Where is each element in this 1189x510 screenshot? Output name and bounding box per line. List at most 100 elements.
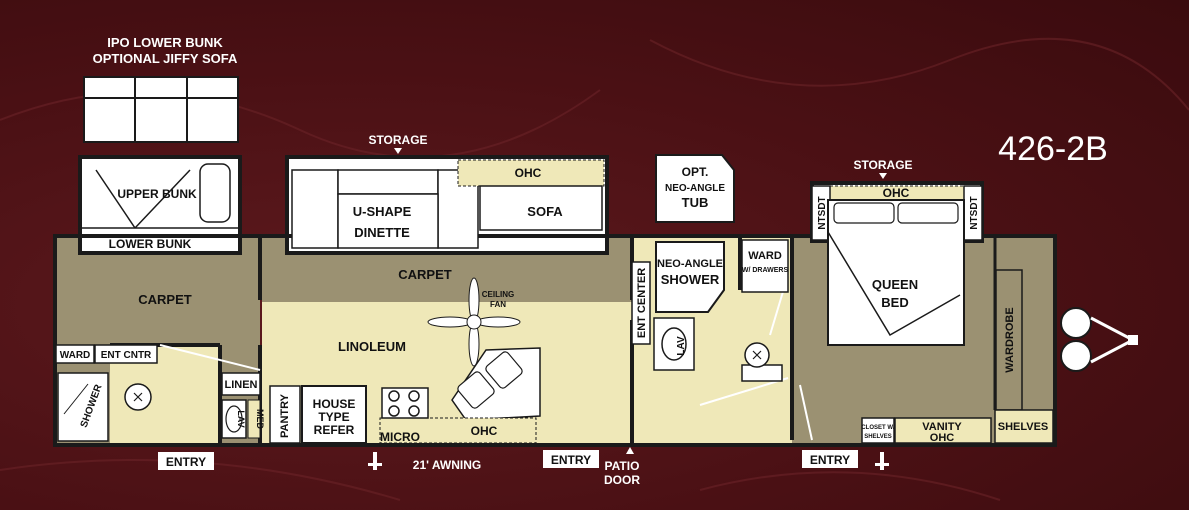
entry-left-badge bbox=[158, 452, 214, 470]
ward-drawers-label-line2: W/ DRAWERS bbox=[742, 267, 789, 274]
pillow-icon bbox=[833, 202, 895, 224]
outer-wall bbox=[53, 234, 1057, 447]
neo-shower-label-line1: NEO-ANGLE bbox=[657, 258, 723, 270]
entry-middle-badge bbox=[543, 450, 599, 468]
linoleum-label: LINOLEUM bbox=[338, 339, 406, 354]
opt-tub-label-line1: OPT. bbox=[682, 165, 709, 179]
shelves-label: SHELVES bbox=[998, 421, 1049, 433]
ent-cntr-cabinet bbox=[94, 344, 158, 364]
wheel-icon bbox=[1060, 340, 1092, 372]
ward-drawers-cabinet bbox=[741, 239, 789, 293]
upper-bunk-fold-line bbox=[134, 169, 191, 229]
linen-cabinet bbox=[221, 372, 261, 396]
toilet-x-icon bbox=[752, 350, 762, 360]
patio-door-arrow-icon bbox=[626, 447, 634, 454]
sofa-shape bbox=[479, 185, 603, 231]
ward-cabinet bbox=[55, 344, 95, 364]
toilet-tank bbox=[741, 364, 783, 382]
ceiling-fan-label-line2: FAN bbox=[490, 300, 506, 309]
wardrobe-cabinet bbox=[995, 269, 1023, 411]
entry-left-label: ENTRY bbox=[166, 455, 206, 469]
storage-right-label: STORAGE bbox=[853, 158, 912, 172]
left-shower-shape bbox=[57, 372, 109, 442]
toilet-x-icon bbox=[133, 392, 143, 402]
pantry-cabinet bbox=[269, 385, 301, 444]
linen-label: LINEN bbox=[225, 379, 258, 391]
kitchen-ohc bbox=[379, 417, 537, 444]
refer-label-line2: TYPE bbox=[318, 410, 349, 424]
dinette-label-line1: U-SHAPE bbox=[353, 204, 412, 219]
wheel-icon bbox=[1060, 307, 1092, 339]
vanity-ohc-label-line2: OHC bbox=[930, 432, 955, 444]
ceiling-fan-icon bbox=[427, 277, 521, 367]
ward-drawers-label-line1: WARD bbox=[748, 250, 782, 262]
opt-tub-label-line2: NEO-ANGLE bbox=[665, 183, 725, 194]
ent-center-cabinet bbox=[631, 261, 651, 345]
upper-bunk-label: UPPER BUNK bbox=[117, 187, 197, 201]
sofa-ohc bbox=[457, 159, 605, 187]
neo-angle-shower-shape bbox=[655, 241, 725, 313]
awning-label: 21' AWNING bbox=[413, 458, 481, 472]
door-swing-line bbox=[799, 384, 813, 441]
recliner-icon bbox=[457, 371, 495, 409]
sofa-label: SOFA bbox=[527, 204, 563, 219]
ent-cntr-label: ENT CNTR bbox=[101, 350, 152, 361]
nightstand-right-label: NTSDT bbox=[969, 196, 980, 229]
lav-left-label: LAV bbox=[236, 410, 246, 427]
carpet-left-label: CARPET bbox=[138, 292, 192, 307]
bed-fold-line bbox=[827, 231, 961, 337]
closet-shelves-cabinet bbox=[861, 417, 895, 444]
lav-bath-label: LAV bbox=[676, 336, 687, 356]
entry-middle-label: ENTRY bbox=[551, 453, 591, 467]
vanity-ohc-label-line1: VANITY bbox=[922, 421, 962, 433]
ent-center-label: ENT CENTER bbox=[636, 268, 648, 338]
micro-label: MICRO bbox=[380, 430, 420, 444]
med-cabinet bbox=[247, 399, 261, 439]
opt-tub-label-line3: TUB bbox=[682, 195, 709, 210]
model-number: 426-2B bbox=[998, 130, 1108, 168]
ohc-kitchen-label: OHC bbox=[471, 424, 498, 438]
closet-shelves-label-line1: CLOSET W/ bbox=[861, 425, 895, 431]
upper-bunk-fold-line bbox=[95, 169, 136, 229]
queen-bed-shape bbox=[827, 199, 965, 346]
wardrobe-label: WARDROBE bbox=[1004, 307, 1016, 372]
shelves-cabinet bbox=[994, 409, 1054, 444]
pantry-label: PANTRY bbox=[279, 393, 291, 438]
bunk-pillow bbox=[199, 163, 231, 223]
entry-right-badge bbox=[802, 450, 858, 468]
hitch bbox=[1060, 307, 1138, 372]
refer-label-line3: REFER bbox=[314, 423, 355, 437]
storage-arrow-icon bbox=[394, 148, 402, 154]
ohc-bed-label: OHC bbox=[883, 186, 910, 200]
shower-diagonal-line bbox=[63, 383, 89, 415]
storage-arrow-icon bbox=[879, 173, 887, 179]
carpet-middle-label: CARPET bbox=[398, 267, 452, 282]
queen-bed-label-line2: BED bbox=[881, 295, 908, 310]
awning-marker bbox=[875, 452, 889, 470]
door-swing-line bbox=[699, 377, 789, 406]
option-note-line1: IPO LOWER BUNK bbox=[107, 35, 223, 50]
patio-door-label-line1: PATIO bbox=[605, 459, 640, 473]
med-label: MED bbox=[255, 409, 265, 430]
refer-cabinet bbox=[301, 385, 367, 444]
neo-shower-label-line2: SHOWER bbox=[661, 272, 720, 287]
awning-marker bbox=[368, 452, 382, 470]
room-divider-line bbox=[159, 344, 261, 371]
lower-bunk-label: LOWER BUNK bbox=[109, 237, 192, 251]
recliner-icon bbox=[485, 351, 523, 389]
entry-right-label: ENTRY bbox=[810, 453, 850, 467]
burner-icon bbox=[388, 390, 420, 417]
queen-bed-label-line1: QUEEN bbox=[872, 277, 918, 292]
nightstand-left-label: NTSDT bbox=[817, 196, 828, 229]
ceiling-fan-label-line1: CEILING bbox=[482, 290, 514, 299]
sink-icon bbox=[225, 405, 243, 433]
dinette-label-line2: DINETTE bbox=[354, 225, 410, 240]
option-note-line2: OPTIONAL JIFFY SOFA bbox=[93, 51, 238, 66]
closet-shelves-label-line2: SHELVES bbox=[864, 434, 892, 440]
refer-label-line1: HOUSE bbox=[313, 397, 356, 411]
ohc-sofa-label: OHC bbox=[515, 166, 542, 180]
sink-icon bbox=[661, 327, 687, 361]
vanity-cabinet bbox=[894, 417, 992, 444]
